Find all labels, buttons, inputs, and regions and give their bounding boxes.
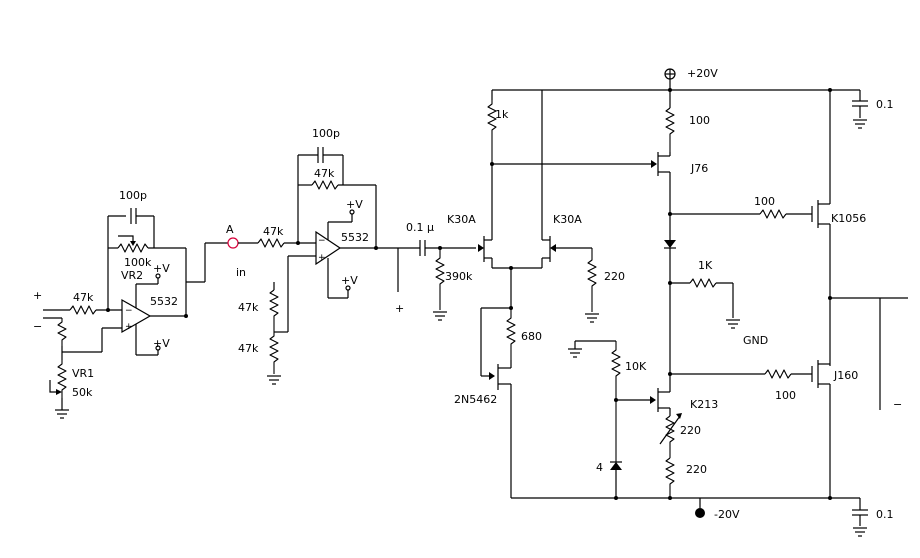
differential-stage: 0.1 μ 390k K30A K30A 220: [398, 90, 654, 498]
node-a-marker: [227, 237, 239, 249]
opamp-1-vminus: +V: [153, 337, 170, 350]
resistor-4-label: 47k: [238, 301, 259, 314]
resistor-390k-label: 390k: [445, 270, 473, 283]
resistor-100-gate-bottom-label: 100: [775, 389, 796, 402]
opamp-2-vminus: +V: [341, 274, 358, 287]
resistor-1k-bias: [689, 278, 717, 288]
resistor-5: [269, 332, 279, 374]
resistor-1k: [487, 100, 497, 164]
q1-label: K30A: [447, 213, 476, 226]
vr2-label: VR2: [121, 269, 143, 282]
vr1-potentiometer: [57, 360, 67, 398]
feedback-resistor-2: [311, 180, 339, 190]
opamp-1-vplus: +V: [153, 262, 170, 275]
opamp-2-section: A 47k 100p 47k − + 5532 +V +V: [186, 127, 404, 385]
plus-input-label: +: [33, 289, 42, 302]
svg-text:+: +: [125, 322, 133, 332]
resistor-220-bottom: [665, 457, 675, 498]
resistor-2: [257, 238, 285, 248]
opamp-2-vplus: +V: [346, 198, 363, 211]
q7-label: J160: [833, 369, 858, 382]
vr2-value: 100k: [124, 256, 152, 269]
ground-symbol: [267, 375, 281, 385]
resistor-220-gate-label: 220: [604, 270, 625, 283]
in-label: in: [236, 266, 246, 279]
vr1-label: VR1: [72, 367, 94, 380]
jfet-q2: 220: [541, 90, 625, 323]
mosfet-q7: [811, 360, 831, 498]
jfet-q1: [478, 164, 493, 268]
resistor-1k-bias-label: 1K: [698, 259, 713, 272]
node-a-label: A: [226, 223, 234, 236]
ground-symbol: [55, 409, 69, 419]
input-resistor-label: 47k: [73, 291, 94, 304]
q6-label: K213: [690, 398, 718, 411]
vee-label: -20V: [714, 508, 740, 521]
vee-terminal: [695, 508, 705, 518]
ground-symbol: [568, 348, 582, 358]
svg-text:+: +: [318, 253, 326, 263]
resistor-680-label: 680: [521, 330, 542, 343]
q2-label: K30A: [553, 213, 582, 226]
output-stage: K1056 − J160: [811, 90, 908, 498]
plus-mid-label: +: [395, 302, 404, 315]
input-resistor: [69, 305, 97, 315]
jfet-q4: [651, 152, 671, 240]
zener-diode-label: 4: [596, 461, 603, 474]
resistor-100-top: [665, 107, 675, 152]
vcc-label: +20V: [687, 67, 718, 80]
resistor-1k-label: 1k: [495, 108, 509, 121]
ground-symbol: [853, 119, 867, 129]
opamp-1: − + 5532 +V +V 100p 100k VR2: [107, 189, 188, 356]
resistor-100-gate-bottom: [764, 369, 792, 379]
q3-label: 2N5462: [454, 393, 497, 406]
coupling-cap-label: 0.1 μ: [406, 221, 434, 234]
resistor-100-top-label: 100: [689, 114, 710, 127]
q4-label: J76: [690, 162, 708, 175]
resistor-4: [269, 289, 279, 332]
supply-rails: +20V 0.1 -20V 0.1: [492, 67, 894, 537]
resistor-5-label: 47k: [238, 342, 259, 355]
minus-input-label: −: [33, 320, 42, 333]
feedback-resistor-input: [57, 318, 67, 346]
resistor-680: [506, 308, 516, 360]
resistor-2-label: 47k: [263, 225, 284, 238]
resistor-10k-label: 10K: [625, 360, 647, 373]
resistor-100-gate-top: [759, 209, 787, 219]
mosfet-q5: [811, 196, 831, 366]
resistor-390k: [435, 248, 445, 310]
ground-symbol: [853, 527, 867, 537]
ground-symbol: [585, 313, 599, 323]
feedback-cap-2-label: 100p: [312, 127, 340, 140]
svg-text:−: −: [318, 236, 326, 246]
svg-text:−: −: [125, 306, 133, 316]
cap-bottom-label: 0.1: [876, 508, 894, 521]
driver-stage: 100 J76 100 1K GND: [568, 90, 812, 498]
opamp-1-label: 5532: [150, 295, 178, 308]
vr2-potentiometer: [117, 243, 149, 253]
resistor-220-bottom-label: 220: [686, 463, 707, 476]
ground-symbol: [433, 311, 447, 321]
jfet-q6: [650, 388, 671, 416]
output-minus-label: −: [893, 398, 902, 411]
input-section: + − 47k VR1 50k: [33, 248, 122, 419]
resistor-100-gate-top-label: 100: [754, 195, 775, 208]
feedback-cap-1-label: 100p: [119, 189, 147, 202]
ground-symbol: [726, 319, 740, 329]
diode-bias: [664, 240, 676, 248]
opamp-2-label: 5532: [341, 231, 369, 244]
resistor-10k: [611, 341, 621, 464]
gnd-label: GND: [743, 334, 768, 347]
jfet-q3: [480, 360, 512, 498]
cap-top-label: 0.1: [876, 98, 894, 111]
resistor-220-gate: [587, 248, 597, 312]
resistor-220-variable: [665, 415, 675, 458]
vr1-value: 50k: [72, 386, 93, 399]
q5-label: K1056: [831, 212, 866, 225]
zener-diode: [610, 462, 622, 470]
feedback-resistor-2-label: 47k: [314, 167, 335, 180]
resistor-220-variable-label: 220: [680, 424, 701, 437]
